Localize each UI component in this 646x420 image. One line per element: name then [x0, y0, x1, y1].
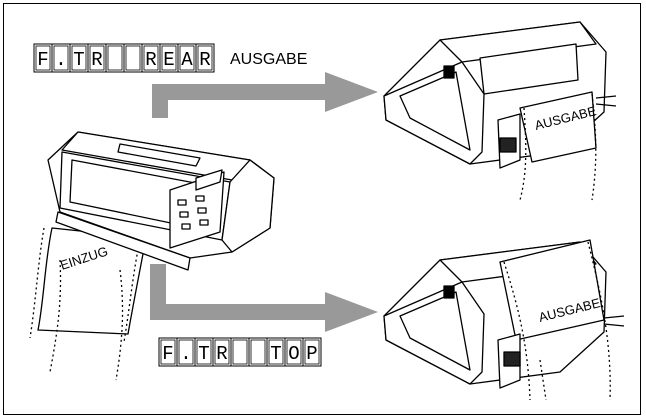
lcd-top-char: T	[198, 343, 209, 365]
lcd-top-cell: P	[302, 337, 322, 367]
lcd-rear-char: R	[145, 49, 156, 71]
right-arrow-icon	[150, 264, 378, 332]
lcd-rear-cell: R	[141, 43, 161, 73]
lcd-top-char: T	[270, 343, 281, 365]
input-paper	[37, 227, 147, 335]
lcd-top-cell: O	[284, 337, 304, 367]
diagram-frame	[3, 3, 641, 415]
lcd-rear-char: R	[91, 49, 102, 71]
right-arrow-icon	[152, 72, 378, 118]
lcd-top-cell: .	[176, 337, 196, 367]
lcd-rear-cell: F	[33, 43, 53, 73]
lcd-top-cell	[248, 337, 268, 367]
lcd-top-char: F	[162, 343, 173, 365]
lcd-rear-cell: R	[87, 43, 107, 73]
lcd-rear-char: T	[73, 49, 84, 71]
lcd-top-char: O	[288, 343, 299, 365]
dot-matrix-printer-icon: EINZUG	[29, 131, 275, 381]
lcd-rear-cell: A	[177, 43, 197, 73]
lcd-rear-cell	[105, 43, 125, 73]
lcd-rear-cell	[123, 43, 143, 73]
lcd-top-char: P	[306, 343, 317, 365]
lcd-top-cell: T	[266, 337, 286, 367]
paper-tail-left	[49, 259, 62, 373]
lcd-rear-cell: T	[69, 43, 89, 73]
ausgabe-label: AUSGABE	[230, 51, 307, 68]
lcd-rear-char: R	[199, 49, 210, 71]
output-paper-rear	[519, 91, 597, 163]
lcd-rear-cell: R	[195, 43, 215, 73]
lcd-rear-cell: .	[51, 43, 71, 73]
lcd-top-cell	[230, 337, 250, 367]
output-paper-top	[499, 239, 605, 341]
lcd-rear-char: F	[37, 49, 48, 71]
lcd-rear-char: E	[163, 49, 174, 71]
lcd-top-cell: F	[158, 337, 178, 367]
lcd-top-cell: R	[212, 337, 232, 367]
paper-tail-right	[115, 269, 124, 381]
lcd-top-char: R	[216, 343, 227, 365]
lcd-rear-cell: E	[159, 43, 179, 73]
printer-top-output: AUSGABE	[383, 239, 625, 401]
lcd-top-cell: T	[194, 337, 214, 367]
lcd-rear-char: .	[55, 49, 66, 71]
lcd-top-char: .	[180, 343, 191, 365]
printer-rear-output: AUSGABE	[383, 21, 617, 201]
lcd-rear-char: A	[181, 49, 193, 71]
